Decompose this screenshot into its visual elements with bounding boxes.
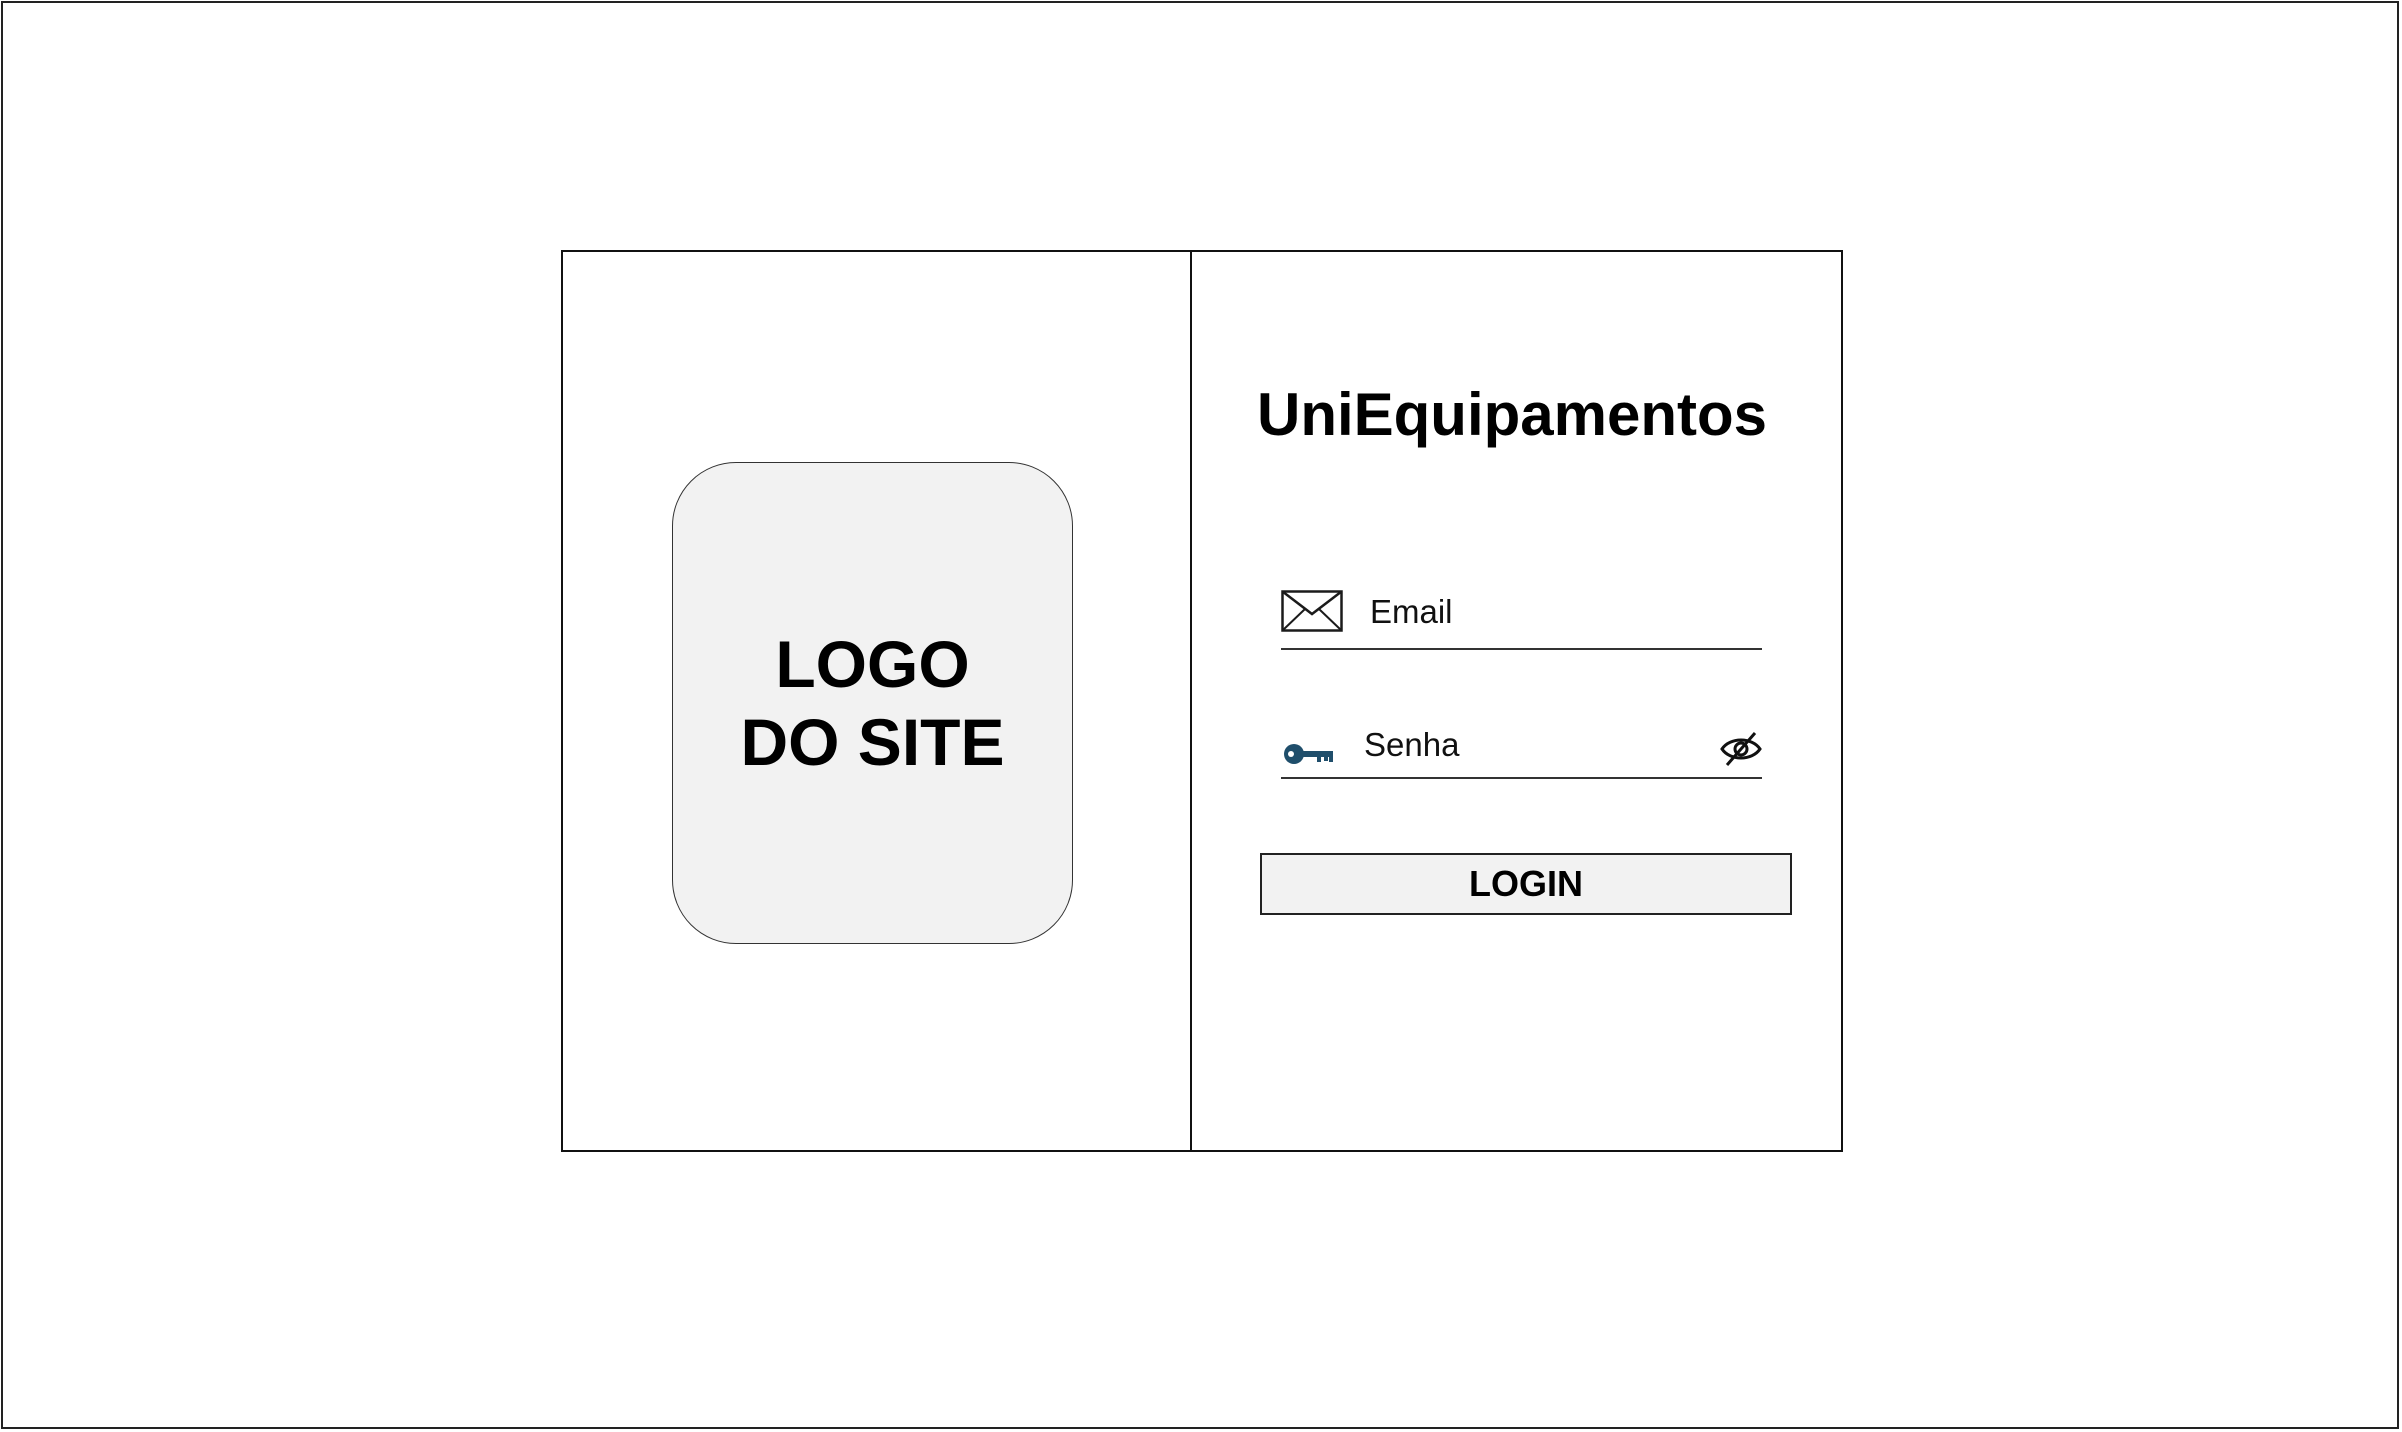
login-form-panel: UniEquipamentos	[1192, 252, 1841, 1150]
login-card: LOGO DO SITE UniEquipamentos	[561, 250, 1843, 1152]
password-input[interactable]	[1364, 723, 1684, 767]
envelope-icon	[1281, 590, 1343, 632]
password-field	[1281, 717, 1762, 779]
email-field	[1281, 582, 1762, 650]
app-title: UniEquipamentos	[1256, 381, 1768, 448]
key-icon	[1284, 744, 1333, 764]
email-input[interactable]	[1370, 590, 1750, 634]
site-logo-text: LOGO DO SITE	[740, 627, 1005, 779]
login-button[interactable]: LOGIN	[1260, 853, 1792, 915]
eye-slash-icon[interactable]	[1718, 729, 1764, 769]
site-logo-placeholder: LOGO DO SITE	[672, 462, 1073, 944]
logo-panel: LOGO DO SITE	[563, 252, 1192, 1150]
